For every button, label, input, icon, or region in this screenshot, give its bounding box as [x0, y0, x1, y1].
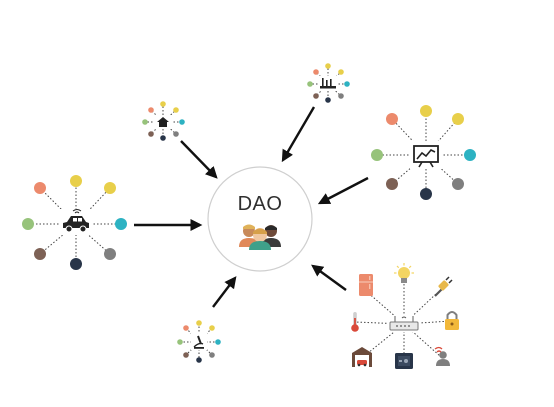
- arrow-smart-home: [311, 264, 347, 291]
- arrow-factory: [281, 106, 316, 163]
- lock-icon: [445, 311, 459, 330]
- arrow-home: [180, 140, 218, 179]
- person-wifi-icon: [434, 346, 450, 366]
- fridge-icon: [359, 274, 373, 296]
- cluster-vehicle: [22, 175, 127, 270]
- arrow-microscope: [212, 276, 237, 308]
- people-group-icon: [239, 224, 281, 250]
- factory-icon: [318, 76, 338, 91]
- dao-label: DAO: [238, 193, 283, 215]
- router-icon: [388, 315, 420, 332]
- dao-circle: [207, 166, 313, 272]
- cluster-home: [142, 101, 185, 141]
- house-icon: [154, 115, 172, 129]
- thermometer-icon: [351, 312, 359, 332]
- monitor-chart-icon: [410, 141, 442, 169]
- cluster-analytics: [371, 105, 476, 200]
- safe-icon: [395, 353, 413, 369]
- lightbulb-icon: [394, 263, 414, 283]
- arrow-analytics: [317, 176, 369, 205]
- cluster-factory: [307, 63, 350, 103]
- dao-node: DAO: [207, 166, 313, 272]
- garage-icon: [352, 347, 372, 367]
- plug-icon: [434, 276, 453, 297]
- cluster-microscope: [177, 320, 221, 363]
- microscope-icon: [191, 333, 207, 350]
- car-icon: [59, 209, 93, 235]
- cluster-smart-home-devices: [351, 263, 459, 369]
- arrows: [134, 106, 369, 308]
